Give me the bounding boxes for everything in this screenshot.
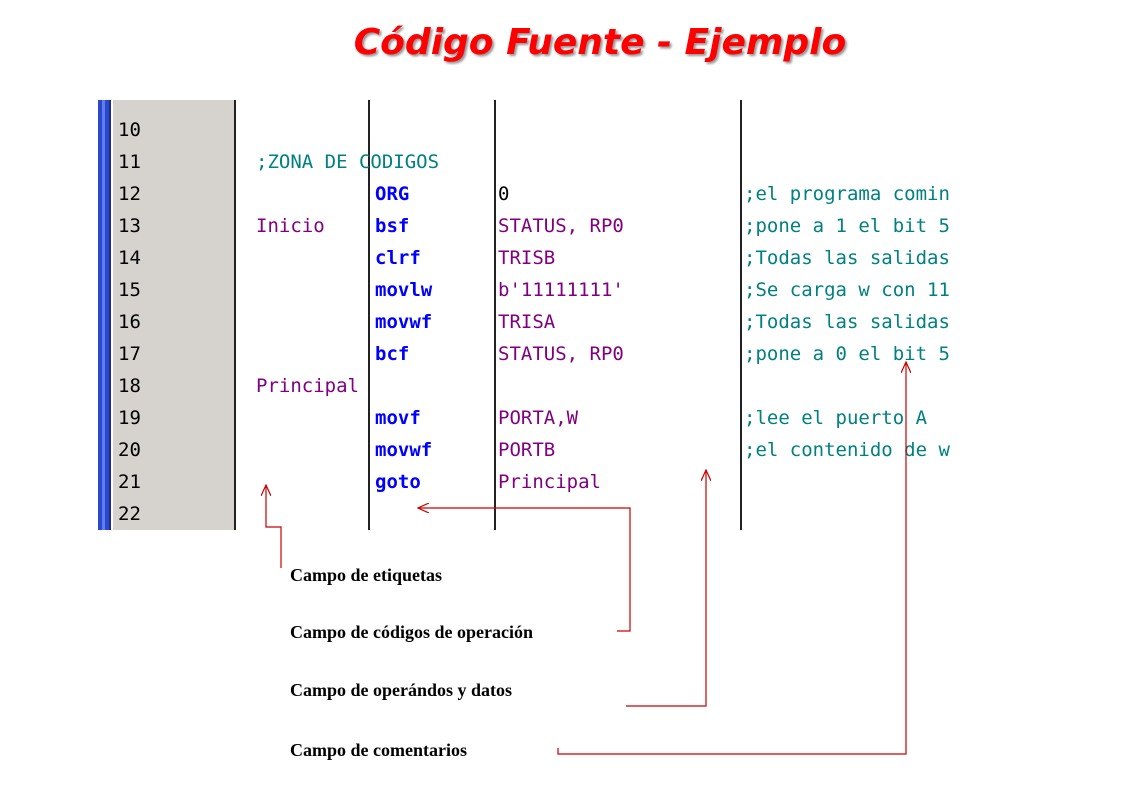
- operand-cell: TRISB: [498, 247, 556, 269]
- comment-clip: ;Todas las salidas: [744, 242, 1020, 274]
- opcode-cell: movwf: [375, 439, 433, 461]
- opcode-cell: bsf: [375, 215, 410, 237]
- operand-cell: b'11111111': [498, 279, 624, 301]
- comment-cell: ;el contenido de w: [744, 439, 950, 461]
- operand-cell: Principal: [498, 471, 601, 493]
- line-number-column: [113, 100, 236, 530]
- comment-clip: ;pone a 1 el bit 5: [744, 210, 1020, 242]
- operand-column-divider: [740, 100, 742, 530]
- code-editor: 10 11 ;ZONA DE CODIGOS 12 ORG 0 ;el programa c…: [98, 100, 1020, 530]
- code-line: 12 ORG 0 ;el programa comin: [98, 178, 1020, 210]
- comment-cell: ;Todas las salidas: [744, 247, 950, 269]
- comment-clip: ;el contenido de w: [744, 434, 1020, 466]
- operand-cell: STATUS, RP0: [498, 343, 624, 365]
- legend-comments-field: Campo de comentarios: [290, 740, 467, 760]
- code-line: 17 bcf STATUS, RP0 ;pone a 0 el bit 5: [98, 338, 1020, 370]
- line-number: 13: [118, 215, 141, 237]
- code-line: 21 goto Principal: [98, 466, 1020, 498]
- line-number: 15: [118, 279, 141, 301]
- comment-cell: ;pone a 0 el bit 5: [744, 343, 950, 365]
- opcode-cell: clrf: [375, 247, 421, 269]
- code-line: 11 ;ZONA DE CODIGOS: [98, 146, 1020, 178]
- line-number: 21: [118, 471, 141, 493]
- line-number: 17: [118, 343, 141, 365]
- legend-operands-field: Campo de operándos y datos: [290, 680, 513, 700]
- opcode-cell: movf: [375, 407, 421, 429]
- comment-cell: ;Todas las salidas: [744, 311, 950, 333]
- line-number: 20: [118, 439, 141, 461]
- line-number: 10: [118, 119, 141, 141]
- comment-clip: ;pone a 0 el bit 5: [744, 338, 1020, 370]
- code-line: 18 Principal: [98, 370, 1020, 402]
- operand-cell: STATUS, RP0: [498, 215, 624, 237]
- operand-cell: PORTB: [498, 439, 556, 461]
- opcode-cell: movwf: [375, 311, 433, 333]
- code-line: 10: [98, 114, 1020, 146]
- code-line: 13 Inicio bsf STATUS, RP0 ;pone a 1 el bit 5: [98, 210, 1020, 242]
- code-line: 19 movf PORTA,W ;lee el puerto A: [98, 402, 1020, 434]
- comment-cell: ;pone a 1 el bit 5: [744, 215, 950, 237]
- comment-clip: ;lee el puerto A: [744, 402, 1020, 434]
- line-number: 14: [118, 247, 141, 269]
- labels-field-arrow: [266, 485, 282, 568]
- operand-cell: PORTA,W: [498, 407, 579, 429]
- comment-cell: ;lee el puerto A: [744, 407, 928, 429]
- code-line: 22: [98, 498, 1020, 530]
- operand-cell: 0: [498, 183, 510, 205]
- opcode-cell: goto: [375, 471, 421, 493]
- comment-cell: ;ZONA DE CODIGOS: [256, 151, 440, 173]
- operand-cell: TRISA: [498, 311, 556, 333]
- line-number: 18: [118, 375, 141, 397]
- slide-title: Código Fuente - Ejemplo: [353, 22, 847, 63]
- code-line: 15 movlw b'11111111' ;Se carga w con 11: [98, 274, 1020, 306]
- opcode-column-divider: [494, 100, 496, 530]
- comments-field-arrow: [557, 362, 906, 755]
- label-cell: Inicio: [256, 215, 325, 237]
- legend-labels-field: Campo de etiquetas: [290, 565, 442, 585]
- editor-margin-bar: [98, 100, 111, 530]
- code-line: 14 clrf TRISB ;Todas las salidas: [98, 242, 1020, 274]
- label-column-divider: [368, 100, 370, 530]
- operands-field-arrow: [626, 470, 706, 707]
- code-line: 20 movwf PORTB ;el contenido de w: [98, 434, 1020, 466]
- comment-cell: ;Se carga w con 11: [744, 279, 950, 301]
- comment-clip: ;Se carga w con 11: [744, 274, 1020, 306]
- opcode-cell: movlw: [375, 279, 433, 301]
- opcode-cell: ORG: [375, 183, 410, 205]
- opcode-cell: bcf: [375, 343, 410, 365]
- comment-cell: ;el programa comin: [744, 183, 950, 205]
- code-line: 16 movwf TRISA ;Todas las salidas: [98, 306, 1020, 338]
- line-number: 16: [118, 311, 141, 333]
- line-number: 12: [118, 183, 141, 205]
- legend-opcodes-field: Campo de códigos de operación: [290, 622, 533, 642]
- line-number: 11: [118, 151, 141, 173]
- line-number: 22: [118, 503, 141, 525]
- line-number: 19: [118, 407, 141, 429]
- comment-clip: ;Todas las salidas: [744, 306, 1020, 338]
- opcodes-field-arrow: [418, 508, 631, 632]
- comment-clip: ;el programa comin: [744, 178, 1020, 210]
- label-cell: Principal: [256, 375, 359, 397]
